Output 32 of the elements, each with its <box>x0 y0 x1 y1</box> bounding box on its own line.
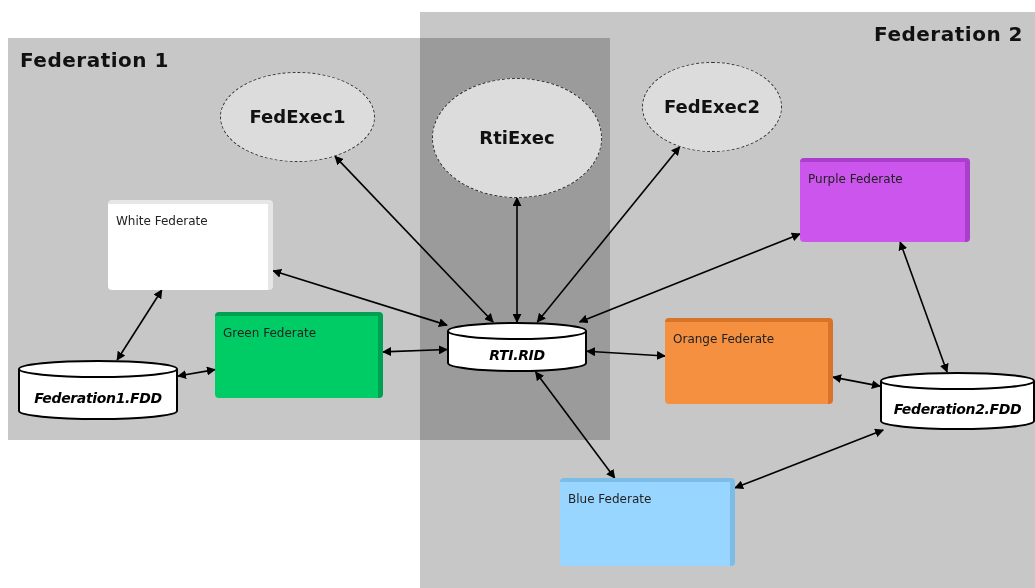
arrow <box>177 366 216 380</box>
arrow <box>586 347 666 360</box>
node-label: FedExec1 <box>249 105 346 129</box>
arrow <box>534 371 616 479</box>
arrow <box>116 289 163 361</box>
federate-box <box>108 200 273 290</box>
node-label: RTI.RID <box>489 346 545 363</box>
node-label: RtiExec <box>479 126 555 150</box>
node-label: Federation 2 <box>874 22 1023 46</box>
node-label: Purple Federate <box>808 172 903 186</box>
arrow <box>578 232 801 324</box>
node-label: Federation2.FDD <box>893 400 1022 417</box>
arrow <box>272 268 448 327</box>
arrow <box>898 241 949 373</box>
arrow <box>382 345 448 357</box>
arrow <box>512 197 522 323</box>
arrow <box>334 155 494 323</box>
federate-box <box>665 318 833 404</box>
node-label: Green Federate <box>223 326 317 340</box>
node-label: FedExec2 <box>664 95 760 119</box>
node-label: Blue Federate <box>568 492 652 506</box>
arrow <box>734 428 885 490</box>
federate-box <box>215 312 383 398</box>
arrow <box>832 374 881 390</box>
federate-box <box>560 478 735 566</box>
node-label: Federation1.FDD <box>34 389 162 406</box>
federation-region <box>420 12 1035 588</box>
federate-box <box>800 158 970 242</box>
arrow <box>536 146 681 323</box>
node-label: Orange Federate <box>673 332 775 346</box>
node-label: Federation 1 <box>20 48 169 72</box>
node-label: White Federate <box>116 214 208 228</box>
